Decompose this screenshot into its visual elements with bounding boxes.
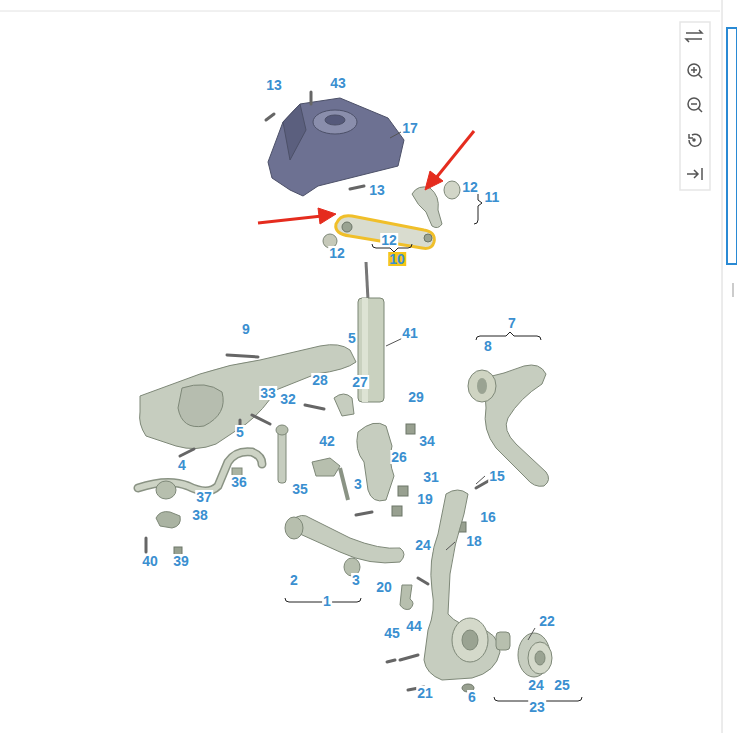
callout-number: 29 — [407, 390, 425, 404]
callout-number: 3 — [351, 573, 361, 587]
callout-number: 5 — [347, 331, 357, 345]
callout-number: 2 — [289, 573, 299, 587]
callout-number: 44 — [405, 619, 423, 633]
callout-number: 16 — [479, 510, 497, 524]
callout-number: 26 — [390, 450, 408, 464]
callout-number: 8 — [483, 339, 493, 353]
callout-number: 33 — [259, 386, 277, 400]
callout-number: 19 — [416, 492, 434, 506]
callout-number: 42 — [318, 434, 336, 448]
callout-number: 43 — [329, 76, 347, 90]
callout-number: 37 — [195, 490, 213, 504]
callout-number: 13 — [368, 183, 386, 197]
callout-number: 18 — [465, 534, 483, 548]
callout-number: 41 — [401, 326, 419, 340]
callout-number: 3 — [353, 477, 363, 491]
callout-number: 13 — [265, 78, 283, 92]
callout-number: 39 — [172, 554, 190, 568]
callout-number: 25 — [553, 678, 571, 692]
callout-number: 21 — [416, 686, 434, 700]
callout-number: 32 — [279, 392, 297, 406]
callout-number: 15 — [488, 469, 506, 483]
callout-number: 9 — [241, 322, 251, 336]
callout-number: 34 — [418, 434, 436, 448]
callout-number: 12 — [461, 180, 479, 194]
callout-number: 36 — [230, 475, 248, 489]
callout-number: 38 — [191, 508, 209, 522]
callout-number: 6 — [467, 690, 477, 704]
callout-number: 27 — [351, 375, 369, 389]
callout-number: 17 — [401, 121, 419, 135]
callout-number: 28 — [311, 373, 329, 387]
callout-number: 20 — [375, 580, 393, 594]
callout-number: 45 — [383, 626, 401, 640]
callout-number: 35 — [291, 482, 309, 496]
callout-number: 4 — [177, 458, 187, 472]
callout-number: 7 — [507, 316, 517, 330]
callout-number: 24 — [527, 678, 545, 692]
callout-number: 24 — [414, 538, 432, 552]
callout-number: 1 — [322, 594, 332, 608]
callout-number: 10 — [388, 252, 406, 266]
callout-number: 31 — [422, 470, 440, 484]
callout-number: 23 — [528, 700, 546, 714]
callout-number: 22 — [538, 614, 556, 628]
callout-number: 11 — [484, 190, 501, 204]
callout-number: 12 — [380, 233, 398, 247]
callout-number: 12 — [328, 246, 346, 260]
callout-number: 5 — [235, 425, 245, 439]
callout-number: 40 — [141, 554, 159, 568]
